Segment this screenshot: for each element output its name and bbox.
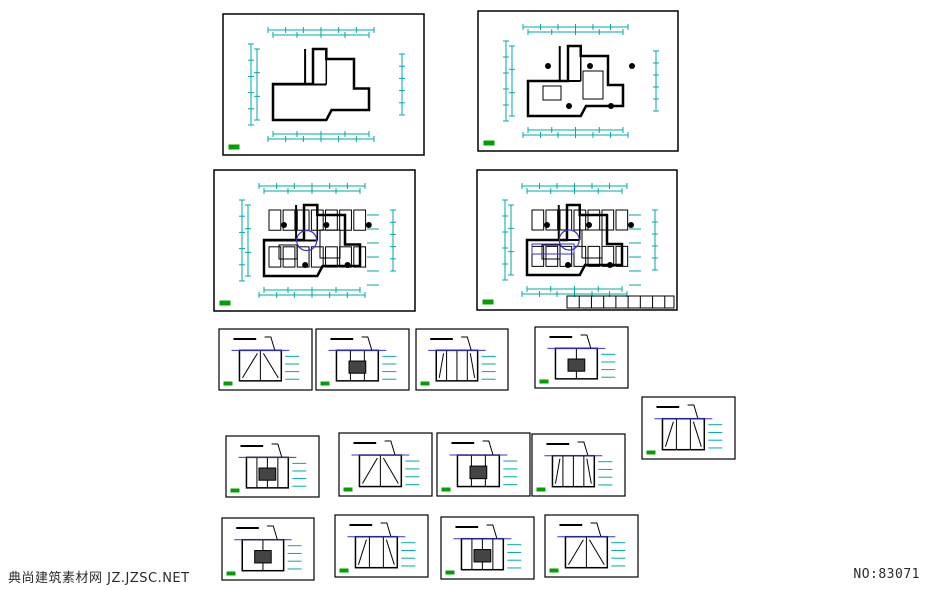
elevation-sheet-5 <box>641 396 736 460</box>
elevation-sheet-10 <box>221 517 315 581</box>
elevation-sheet-4 <box>534 326 629 389</box>
floor-plan-sheet-2 <box>477 10 679 152</box>
drawing-number: NO:83071 <box>853 567 920 582</box>
floor-plan-sheet-4 <box>476 169 678 311</box>
elevation-sheet-1 <box>218 328 313 391</box>
elevation-sheet-12 <box>440 516 535 580</box>
elevation-sheet-3 <box>415 328 509 391</box>
site-watermark: 典尚建筑素材网 JZ.JZSC.NET <box>8 571 190 586</box>
elevation-sheet-2 <box>315 328 410 391</box>
elevation-sheet-6 <box>225 435 320 498</box>
elevation-sheet-9 <box>531 433 626 497</box>
floor-plan-sheet-3 <box>213 169 416 312</box>
elevation-sheet-11 <box>334 514 429 578</box>
elevation-sheet-8 <box>436 432 531 497</box>
floor-plan-sheet-1 <box>222 13 425 156</box>
elevation-sheet-7 <box>338 432 433 497</box>
elevation-sheet-13 <box>544 514 639 578</box>
